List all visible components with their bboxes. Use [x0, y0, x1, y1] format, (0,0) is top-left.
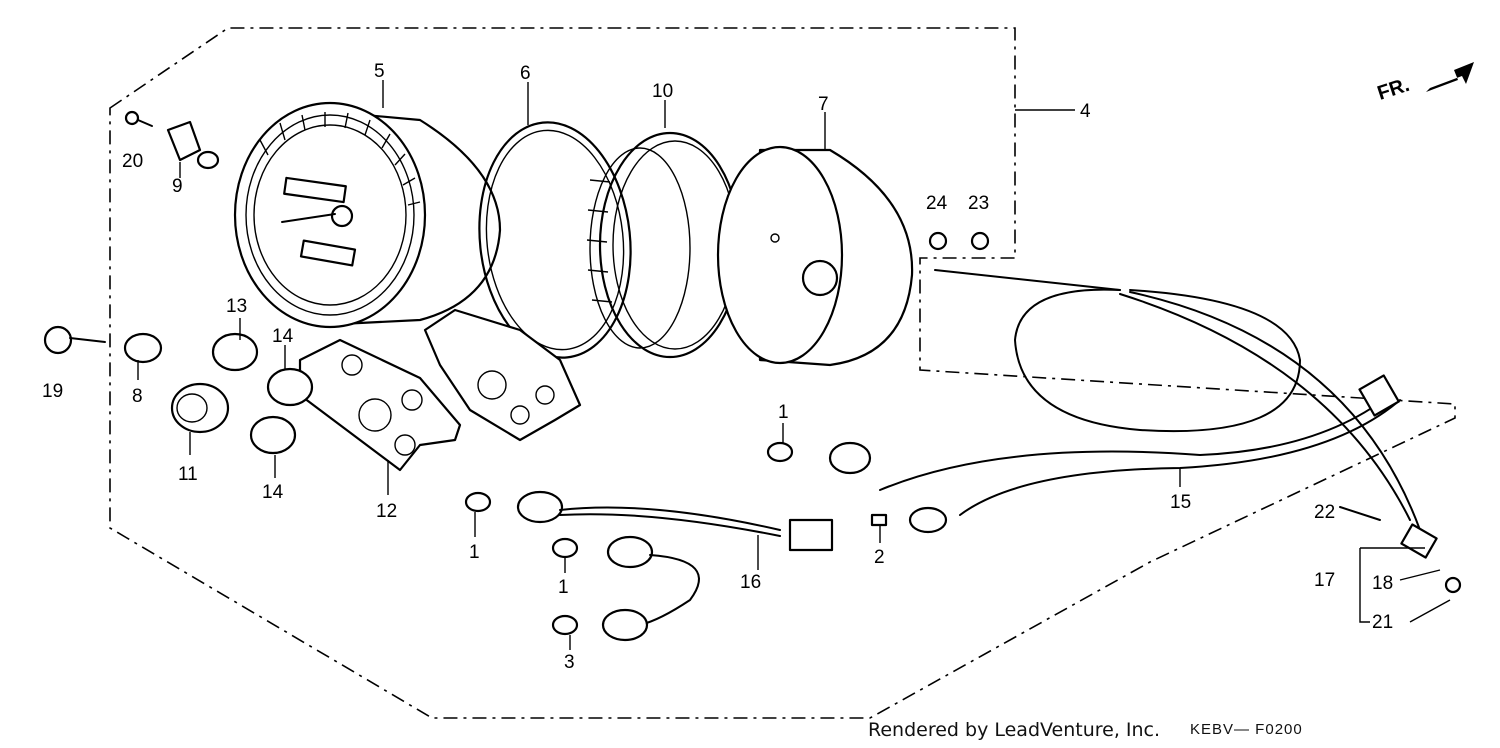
footer-diagram-code: KEBV— F0200: [1190, 721, 1303, 738]
cable-assembly: [828, 269, 1462, 594]
callout-15: 15: [1170, 492, 1191, 513]
callout-1b: 1: [469, 542, 480, 563]
callout-20: 20: [122, 151, 143, 172]
speedometer: [233, 101, 502, 329]
front-direction-indicator: FR.: [1375, 62, 1474, 105]
callout-4: 4: [1080, 101, 1091, 122]
callout-19: 19: [42, 381, 63, 402]
small-parts: [43, 110, 990, 455]
leader-lines: [137, 80, 1451, 650]
callout-8: 8: [132, 386, 143, 407]
arrow-icon: [1426, 62, 1474, 92]
callout-17: 17: [1314, 570, 1335, 591]
assembly-outline: [109, 27, 1456, 719]
callout-14b: 14: [262, 482, 284, 503]
callout-labels: 5 6 10 7 4 20 9 24 23 13 14 19 8 11 14 1…: [42, 61, 1393, 673]
callout-11: 11: [178, 464, 198, 485]
callout-13: 13: [226, 296, 247, 317]
callout-22: 22: [1314, 502, 1335, 523]
callout-14a: 14: [272, 326, 294, 347]
callout-1c: 1: [558, 577, 569, 598]
front-direction-label: FR.: [1375, 74, 1412, 105]
callout-24: 24: [926, 193, 948, 214]
callout-12: 12: [376, 501, 397, 522]
bulb-harness: [464, 441, 888, 642]
footer-credit: Rendered by LeadVenture, Inc.: [868, 719, 1160, 741]
callout-3: 3: [564, 652, 575, 673]
callout-2: 2: [874, 547, 885, 568]
mounting-plates: [298, 308, 582, 472]
callout-16: 16: [740, 572, 761, 593]
callout-10: 10: [652, 81, 673, 102]
bezel-ring: [478, 121, 632, 359]
outer-case: [716, 145, 914, 367]
callout-21: 21: [1372, 612, 1393, 633]
callout-7: 7: [818, 94, 829, 115]
callout-5: 5: [374, 61, 385, 82]
callout-23: 23: [968, 193, 989, 214]
callout-1a: 1: [778, 402, 789, 423]
callout-9: 9: [172, 176, 183, 197]
callout-6: 6: [520, 63, 531, 84]
callout-18: 18: [1372, 573, 1393, 594]
